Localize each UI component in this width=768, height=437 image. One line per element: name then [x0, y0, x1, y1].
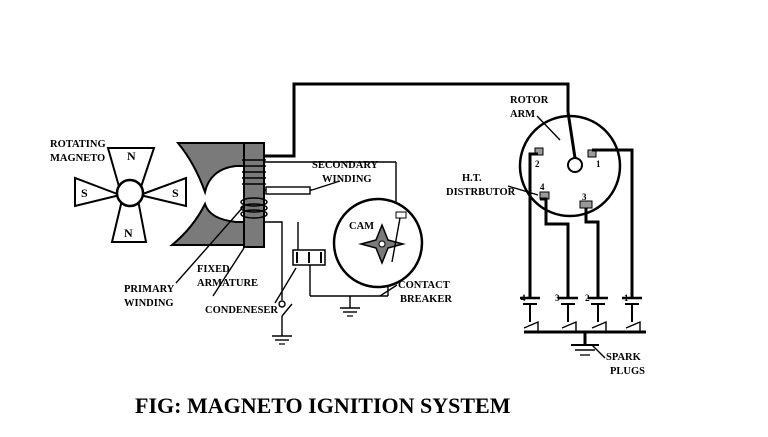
plug-lead-2: [584, 208, 600, 298]
plug-number-label: 4: [521, 293, 526, 303]
ignition-switch-terminal: [278, 300, 286, 308]
ground-symbol: [340, 307, 360, 317]
fixed-armature: [169, 142, 265, 248]
distributor-terminal-label: 3: [582, 192, 587, 202]
primary-lead-bar: [265, 186, 311, 195]
rotating-magneto-label: ROTATING: [50, 139, 106, 150]
rotor-arm-label: ROTOR: [510, 95, 549, 106]
rotor-arm-label: ARM: [510, 109, 535, 120]
spark-plug: [622, 296, 642, 332]
secondary-winding-coil: [242, 159, 266, 185]
cam-label: CAM: [349, 221, 374, 232]
distributor-terminal: [579, 200, 593, 209]
magnet-pole-label: S: [81, 186, 88, 200]
ht-distributor-label: H.T.: [462, 173, 482, 184]
contact-breaker-label: CONTACT: [398, 280, 450, 291]
spark-plug: [558, 296, 578, 332]
spark-plugs-label: PLUGS: [610, 366, 645, 377]
spark-plug: [588, 296, 608, 332]
rotating-magneto-label: MAGNETO: [50, 153, 105, 164]
ground-symbol: [571, 344, 599, 356]
spark-plugs-label: SPARK: [606, 352, 642, 363]
breaker-arm: [391, 217, 401, 263]
primary-winding-label: WINDING: [124, 298, 174, 309]
primary-circuit-wire: [264, 221, 283, 300]
ignition-switch: [281, 303, 293, 317]
distributor-terminal-label: 4: [540, 182, 545, 192]
distributor-terminal: [534, 147, 544, 156]
magnet-pole-label: N: [124, 226, 133, 240]
distributor-terminal-label: 1: [596, 159, 601, 169]
plug-lead-1: [592, 148, 634, 298]
primary-winding-coil: [240, 197, 268, 219]
plug-number-label: 2: [585, 293, 590, 303]
plug-number-label: 1: [624, 293, 629, 303]
rotating-magnet: [74, 147, 187, 243]
distributor-rotor-hub: [567, 157, 583, 173]
ground-symbol: [272, 335, 292, 345]
distributor-terminal-label: 2: [535, 159, 540, 169]
magnet-pole-label: S: [172, 186, 179, 200]
spark-plug: [520, 296, 540, 332]
ht-distributor-label: DISTRBUTOR: [446, 187, 516, 198]
secondary-winding-label: WINDING: [322, 174, 372, 185]
plug-lead-3: [540, 197, 570, 298]
fixed-armature-label: ARMATURE: [197, 278, 258, 289]
secondary-winding-label: SECONDARY: [312, 160, 379, 171]
rotor-arm: [566, 111, 577, 159]
leader-lines: [175, 115, 606, 359]
contact-breaker-label: BREAKER: [400, 294, 452, 305]
primary-winding-label: PRIMARY: [124, 284, 175, 295]
magnet-pole-label: N: [127, 149, 136, 163]
ht-lead-wire: [264, 82, 570, 158]
fixed-armature-label: FIXED: [197, 264, 230, 275]
plug-lead-4: [528, 152, 538, 298]
figure-title: FIG: MAGNETO IGNITION SYSTEM: [135, 393, 511, 418]
plug-number-label: 3: [555, 293, 560, 303]
breaker-point: [395, 211, 407, 219]
condenser-label: CONDENESER: [205, 305, 278, 316]
